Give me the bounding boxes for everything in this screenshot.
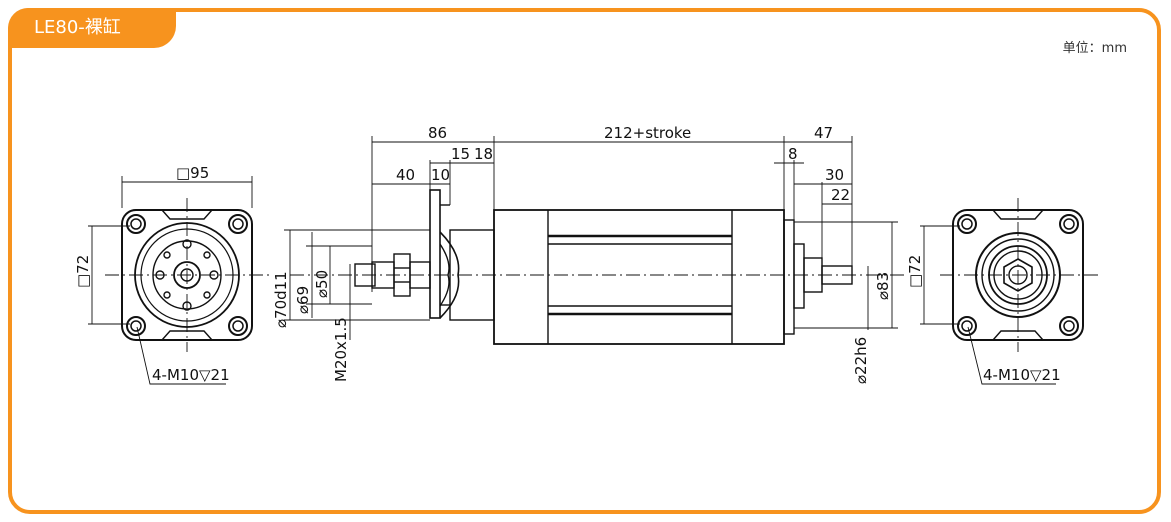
- left-bolt-label: 4-M10▽21: [152, 366, 230, 384]
- right-bolt-label: 4-M10▽21: [983, 366, 1061, 384]
- dim-22: 22: [831, 186, 850, 204]
- dim-40: 40: [396, 166, 415, 184]
- model-tag: LE80-裸缸: [8, 8, 176, 48]
- dim-86: 86: [428, 124, 447, 142]
- dim-212-stroke: 212+stroke: [604, 124, 691, 142]
- unit-label: 单位：mm: [1062, 41, 1127, 56]
- right-height-dim: □72: [906, 255, 924, 288]
- dim-30: 30: [825, 166, 844, 184]
- dia-22: ⌀22h6: [852, 337, 870, 384]
- left-width-dim: □95: [176, 164, 209, 182]
- dia-69: ⌀69: [294, 286, 312, 314]
- dim-8: 8: [788, 145, 798, 163]
- dia-50: ⌀50: [313, 270, 331, 298]
- right-end-view: [920, 198, 1100, 385]
- left-corner-bolts: [126, 214, 248, 336]
- dia-83: ⌀83: [874, 272, 892, 300]
- thread-size: M20x1.5: [332, 317, 350, 382]
- dim-47: 47: [814, 124, 833, 142]
- dim-15: 15: [451, 145, 470, 163]
- left-end-view: [88, 176, 270, 385]
- left-height-dim: □72: [74, 255, 92, 288]
- dim-10: 10: [431, 166, 450, 184]
- dia-70: ⌀70d11: [272, 271, 290, 328]
- drawing-frame: [8, 8, 1161, 514]
- side-view: [284, 136, 905, 345]
- dim-18: 18: [474, 145, 493, 163]
